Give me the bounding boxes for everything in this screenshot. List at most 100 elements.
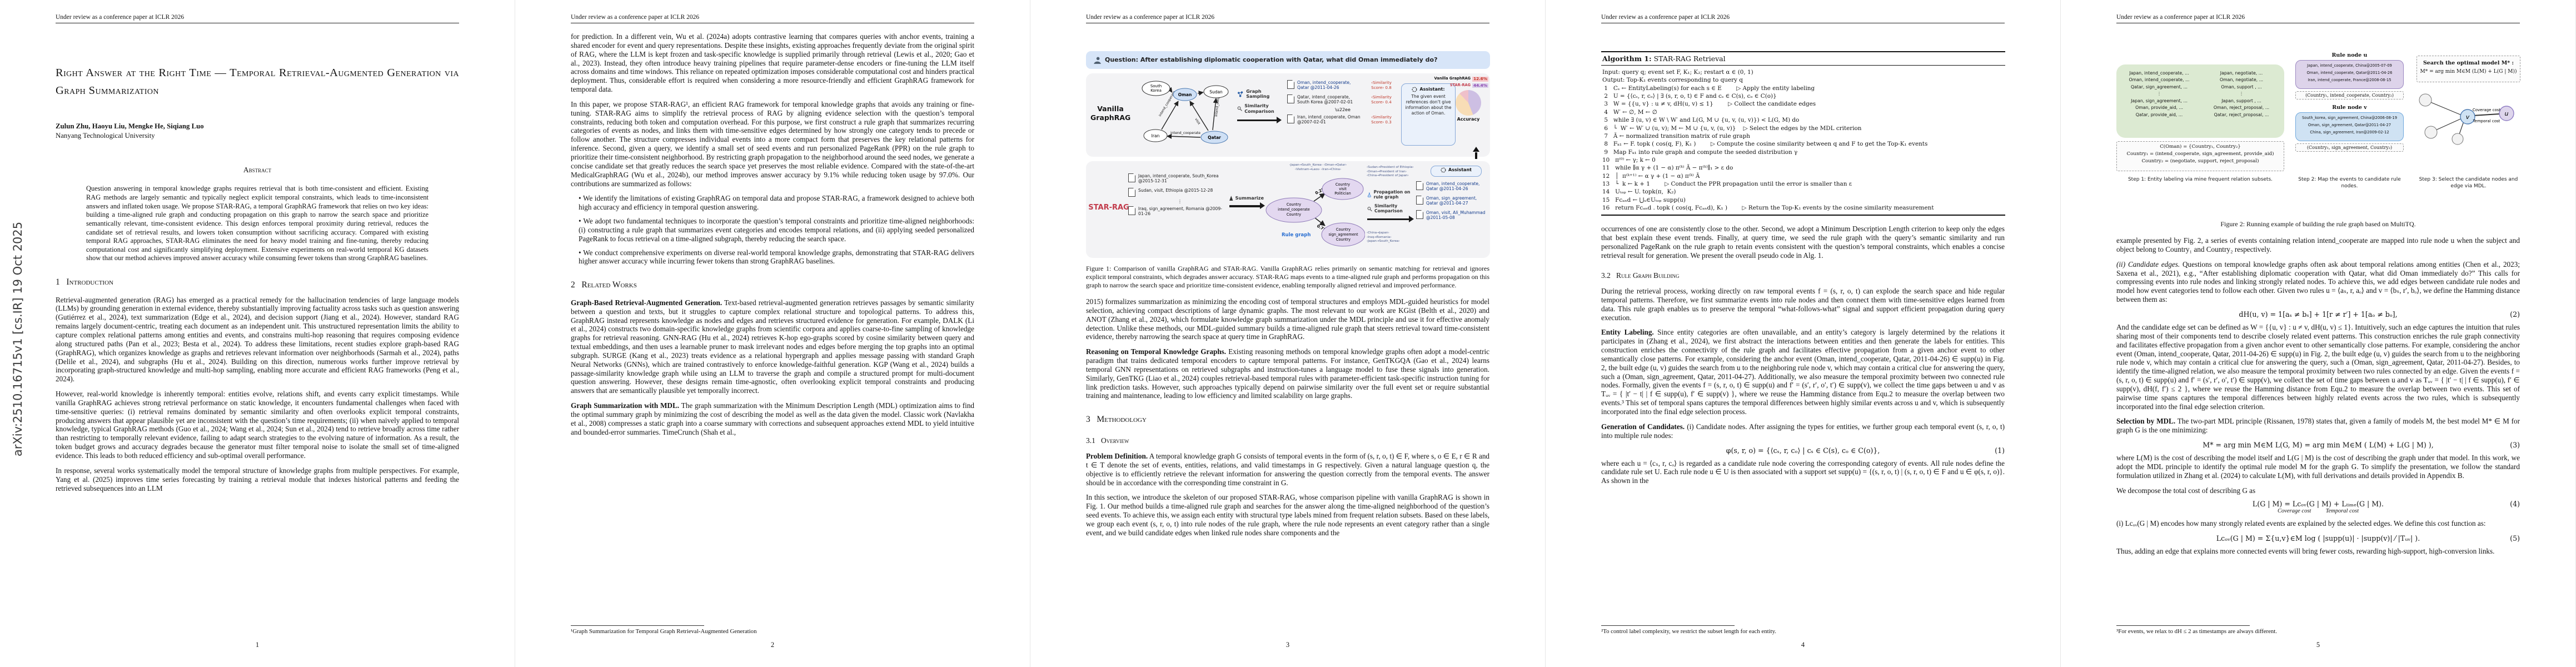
paragraph: 2015) formalizes summarization as minimi… <box>1086 297 1489 341</box>
flask-icon <box>1367 192 1371 197</box>
footnote: ³For events, we relax to dH ≤ 2 as times… <box>2116 625 2520 635</box>
magnifier-icon <box>1367 207 1372 212</box>
page-4: Under review as a conference paper at IC… <box>1546 0 2061 667</box>
paragraph: In response, several works systematicall… <box>56 466 459 492</box>
svg-text:Korea: Korea <box>1150 88 1162 93</box>
svg-text:Country: Country <box>1336 182 1350 187</box>
svg-text:Qatar: Qatar <box>1208 135 1221 140</box>
paragraph: where each u = ⟨cₛ, r, cₒ⟩ is regarded a… <box>1601 459 2005 485</box>
footnote: ²To control label complexity, we restric… <box>1601 625 2005 635</box>
algorithm-1: Algorithm 1: STAR-RAG Retrieval Input: q… <box>1601 51 2005 216</box>
running-header: Under review as a conference paper at IC… <box>571 14 974 23</box>
op-similarity-comparison: Similarity Comparison <box>1237 103 1284 114</box>
algorithm-body: Input: query q; event set F, K₁; K₂; res… <box>1601 66 2005 216</box>
vanilla-label: Vanilla GraphRAG <box>1090 104 1131 122</box>
step3-caption: Step 3: Select the candidate nodes and e… <box>2419 177 2518 189</box>
vanilla-accuracy: 12.6% <box>1472 76 1488 82</box>
svg-text:Temporal cost: Temporal cost <box>2473 119 2500 123</box>
footnote: ¹Graph Summarization for Temporal Graph … <box>571 625 974 635</box>
running-header: Under review as a conference paper at IC… <box>2116 14 2520 23</box>
step2-caption: Step 2: Map the events to candidate rule… <box>2298 177 2401 189</box>
paragraph: where L(M) is the cost of describing the… <box>2116 454 2520 480</box>
svg-text:Country: Country <box>1336 237 1351 242</box>
paragraph: Graph Summarization with MDL. The graph … <box>571 401 974 436</box>
algorithm-title: STAR-RAG Retrieval <box>1653 54 1726 63</box>
vanilla-graph: intend_cooperate visit intend_cooperate … <box>1142 81 1229 144</box>
page-1: arXiv:2510.16715v1 [cs.IR] 19 Oct 2025 U… <box>0 0 515 667</box>
mdl-graph: v u Coverage cost Temporal cost <box>2419 93 2514 145</box>
svg-text:Oman: Oman <box>1178 92 1192 97</box>
rule-v: (Country₁, sign_agreement, Country₂) <box>2295 143 2404 152</box>
section-1-heading: 1 Introduction <box>56 277 113 287</box>
section-3-1-heading: 3.1 Overview <box>1086 436 1129 445</box>
page-number: 5 <box>2316 641 2320 649</box>
magnifier-icon <box>1237 106 1242 111</box>
section-3-heading: 3 Methodology <box>1086 415 1147 425</box>
svg-text:Iran: Iran <box>1152 133 1160 138</box>
rule-examples-center: ‹Japan→South_Korea› ‹Oman→Qatar› ‹Vietna… <box>1289 163 1347 171</box>
doc-icon <box>1287 80 1294 89</box>
bullet-item: • We conduct comprehensive experiments o… <box>579 248 974 266</box>
paragraph-lead: Graph-Based Retrieval-Augmented Generati… <box>571 298 723 307</box>
assistant-box: Assistant: The given event references do… <box>1401 83 1456 146</box>
rule-examples-bottom: ‹China→Japan› ‹Iraq→Romania› ‹Japan→Sout… <box>1367 231 1400 243</box>
page-number: 3 <box>1285 641 1290 649</box>
paragraph: In this paper, we propose STAR-RAG¹, an … <box>571 99 974 188</box>
svg-text:sign_agreement: sign_agreement <box>1328 232 1358 237</box>
retrieved-doc: Oman, intend_cooperate, Qatar @2011-04-2… <box>1287 80 1398 91</box>
rule-graph-label: Rule graph <box>1282 232 1311 238</box>
paragraph: Selection by MDL. The two-part MDL princ… <box>2116 417 2520 435</box>
equation-4-labels: Coverage cost Temporal cost <box>2277 507 2359 514</box>
paper-title: Right Answer at the Right Time — Tempora… <box>56 67 459 97</box>
svg-text:South: South <box>1150 84 1162 88</box>
paragraph: However, real-world knowledge is inheren… <box>56 390 459 460</box>
paragraph: Retrieval-augmented generation (RAG) has… <box>56 295 459 384</box>
star-panel: STAR-RAG Japan, intend_cooperate, South_… <box>1086 161 1490 258</box>
step1-caption: Step 1: Entity labeling via mine frequen… <box>2127 177 2273 182</box>
arrow <box>1229 203 1265 209</box>
assistant-icon <box>1412 87 1417 92</box>
authors: Zulun Zhu, Haoyu Liu, Mengke He, Siqiang… <box>56 122 204 130</box>
svg-text:Coverage cost: Coverage cost <box>2473 108 2501 112</box>
figure1-caption: Figure 1: Comparison of vanilla GraphRAG… <box>1086 265 1489 289</box>
user-icon <box>1094 57 1101 64</box>
svg-text:Country: Country <box>1336 227 1351 232</box>
arxiv-stamp: arXiv:2510.16715v1 [cs.IR] 19 Oct 2025 <box>11 221 24 457</box>
doc-icon <box>1287 114 1294 123</box>
equation-4: L(G | M) = Lcₒᵥ(G | M) + Lₜᵢₘₑ(G | M).(4… <box>2252 499 2520 508</box>
paragraph: for prediction. In a different vein, Wu … <box>571 32 974 94</box>
svg-text:Country: Country <box>1287 202 1301 207</box>
svg-text:visit: visit <box>1339 187 1347 191</box>
equation-1: φ(s, r, o) = {⟨cₛ, r, cₒ⟩ | cₛ ∈ C(s), c… <box>1726 446 2005 455</box>
section-3-2-heading: 3.2 Rule Graph Building <box>1601 271 1680 280</box>
vanilla-panel: Vanilla GraphRAG intend_cooperate visit … <box>1086 73 1490 157</box>
svg-text:intend_cooperate: intend_cooperate <box>1278 207 1310 212</box>
arrow <box>1367 216 1414 222</box>
mdl-search-box: Search the optimal model M* : M* = arg m… <box>2416 56 2520 82</box>
bullet-item: • We adopt two fundamental techniques to… <box>579 217 974 243</box>
assistant-chip: Assistant <box>1431 166 1482 177</box>
equation-3: M* = arg min M∈M L(G, M) = arg min M∈M (… <box>2203 441 2520 450</box>
paragraph-text: Text-based retrieval-augmented generatio… <box>571 298 974 395</box>
star-accuracy: 44.4% <box>1472 82 1488 88</box>
op-graph-sampling: Graph Sampling <box>1237 89 1284 99</box>
paragraph: Reasoning on Temporal Knowledge Graphs. … <box>1086 347 1489 400</box>
paragraph: Entity Labeling. Since entity categories… <box>1601 328 2005 416</box>
svg-text:u: u <box>2505 110 2509 117</box>
affiliation: Nanyang Technological University <box>56 131 155 140</box>
paragraph: (i) Lcₒᵥ(G | M) encodes how many strongl… <box>2116 519 2486 528</box>
page-2: Under review as a conference paper at IC… <box>515 0 1030 667</box>
figure-2: Japan, intend_cooperate, ... Oman, inten… <box>2116 51 2520 213</box>
abstract-text: Question answering in temporal knowledge… <box>86 185 428 262</box>
svg-text:Country: Country <box>1287 212 1301 217</box>
label-set-box: C(Oman) = {Country₁, Country₂}Country₁ =… <box>2116 141 2284 171</box>
paragraph-lead: Graph Summarization with MDL. <box>571 401 680 410</box>
paragraph: Generation of Candidates. (i) Candidate … <box>1601 422 2005 440</box>
paragraph: Thus, adding an edge that explains more … <box>2116 547 2495 556</box>
retrieved-doc: Iran, intend_cooperate, Oman @2007-02-01… <box>1287 114 1398 125</box>
figure-1: Question: After establishing diplomatic … <box>1086 51 1490 258</box>
paragraph: Graph-Based Retrieval-Augmented Generati… <box>571 298 974 395</box>
page-number: 2 <box>770 641 775 649</box>
paragraph: During the retrieval process, working di… <box>1601 287 2005 322</box>
